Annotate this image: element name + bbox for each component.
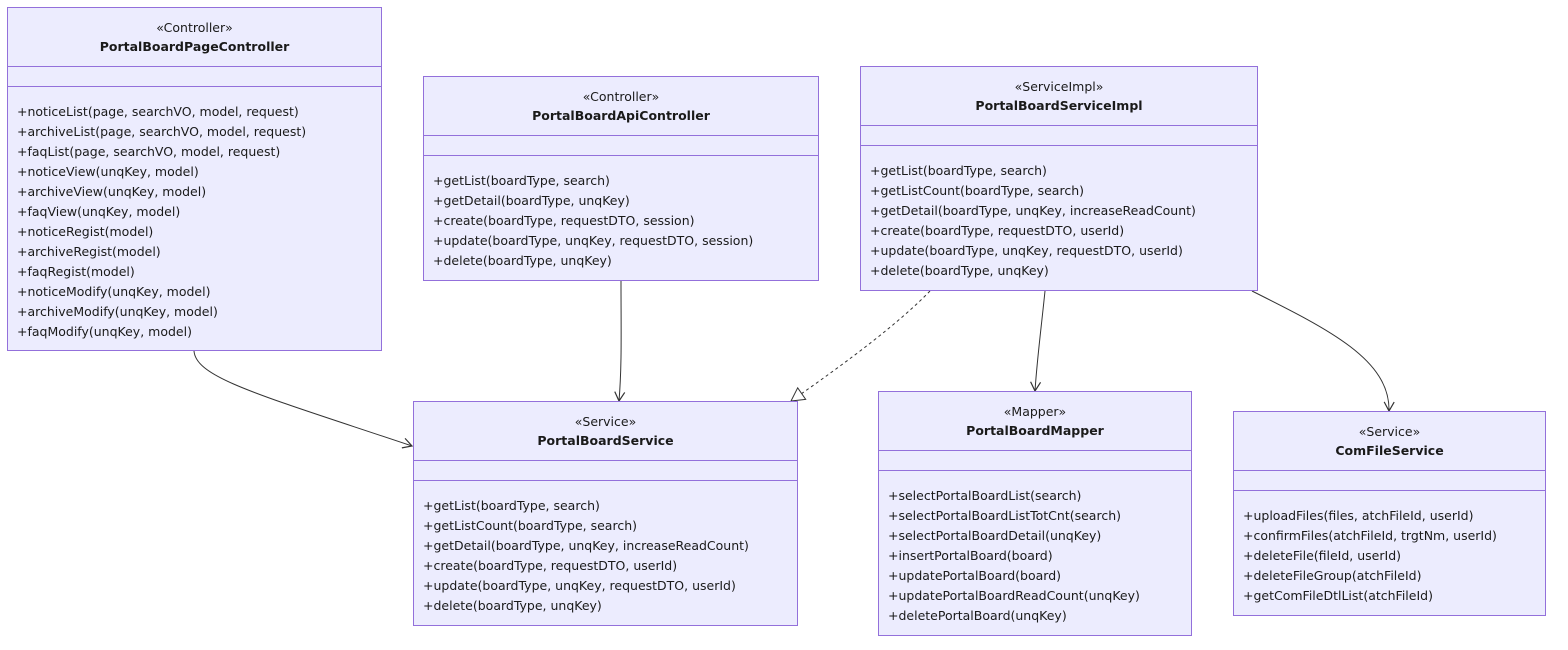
class-method: +create(boardType, requestDTO, userId) [423,558,678,573]
class-attributes-compartment [414,461,797,481]
class-attributes-compartment [424,136,818,156]
class-stereotype: «Controller» [156,20,233,35]
class-method: +getDetail(boardType, unqKey, increaseRe… [870,203,1196,218]
class-attributes-compartment [1234,471,1545,491]
edge-pagecontroller-to-service [193,350,414,449]
class-method: +noticeModify(unqKey, model) [17,284,211,299]
class-method: +faqModify(unqKey, model) [17,324,192,339]
class-methods-compartment: +getList(boardType, search) +getListCount… [861,146,1257,281]
edge-serviceimpl-realizes-service [790,290,931,402]
class-method: +update(boardType, unqKey, requestDTO, u… [870,243,1183,258]
class-method: +noticeRegist(model) [17,224,154,239]
class-method: +getComFileDtlList(atchFileId) [1243,588,1433,603]
edge-serviceimpl-to-fileservice [1251,290,1395,413]
class-name: PortalBoardMapper [966,423,1104,438]
class-method: +getDetail(boardType, unqKey, increaseRe… [423,538,749,553]
class-box-portalboardapicontroller: «Controller» PortalBoardApiController +g… [423,76,819,281]
class-method: +delete(boardType, unqKey) [433,253,612,268]
class-method: +selectPortalBoardList(search) [888,488,1082,503]
class-stereotype: «ServiceImpl» [1014,79,1104,94]
class-method: +delete(boardType, unqKey) [423,598,602,613]
class-box-comfileservice: «Service» ComFileService +uploadFiles(fi… [1233,411,1546,616]
class-method: +faqView(unqKey, model) [17,204,181,219]
class-header: «Controller» PortalBoardApiController [424,77,818,136]
class-method: +insertPortalBoard(board) [888,548,1053,563]
class-method: +noticeList(page, searchVO, model, reque… [17,104,299,119]
class-method: +deleteFile(fileId, userId) [1243,548,1402,563]
class-method: +getList(boardType, search) [870,163,1047,178]
class-name: PortalBoardPageController [99,39,290,54]
class-stereotype: «Service» [574,414,637,429]
class-header: «Service» ComFileService [1234,412,1545,471]
class-method: +selectPortalBoardDetail(unqKey) [888,528,1102,543]
class-method: +getListCount(boardType, search) [423,518,638,533]
class-method: +archiveModify(unqKey, model) [17,304,218,319]
class-method: +updatePortalBoard(board) [888,568,1062,583]
class-box-portalboardserviceimpl: «ServiceImpl» PortalBoardServiceImpl +ge… [860,66,1258,291]
class-methods-compartment: +getList(boardType, search) +getDetail(bo… [424,156,818,271]
edge-serviceimpl-to-mapper [1030,290,1046,393]
class-method: +archiveView(unqKey, model) [17,184,207,199]
class-method: +updatePortalBoardReadCount(unqKey) [888,588,1140,603]
class-box-portalboardpagecontroller: «Controller» PortalBoardPageController +… [7,7,382,351]
class-header: «ServiceImpl» PortalBoardServiceImpl [861,67,1257,126]
class-method: +archiveList(page, searchVO, model, requ… [17,124,307,139]
class-header: «Mapper» PortalBoardMapper [879,392,1191,451]
class-name: ComFileService [1335,443,1444,458]
class-methods-compartment: +getList(boardType, search) +getListCount… [414,481,797,616]
edge-apicontroller-to-service [614,280,626,403]
class-box-portalboardservice: «Service» PortalBoardService +getList(bo… [413,401,798,626]
class-method: +noticeView(unqKey, model) [17,164,199,179]
class-method: +getList(boardType, search) [433,173,610,188]
class-method: +update(boardType, unqKey, requestDTO, u… [423,578,736,593]
class-method: +delete(boardType, unqKey) [870,263,1049,278]
class-method: +selectPortalBoardListTotCnt(search) [888,508,1122,523]
class-methods-compartment: +uploadFiles(files, atchFileId, userId) +… [1234,491,1545,606]
class-method: +getList(boardType, search) [423,498,600,513]
class-stereotype: «Service» [1358,424,1421,439]
class-method: +update(boardType, unqKey, requestDTO, s… [433,233,754,248]
class-attributes-compartment [879,451,1191,471]
class-header: «Controller» PortalBoardPageController [8,8,381,67]
class-method: +create(boardType, requestDTO, userId) [870,223,1125,238]
class-method: +getDetail(boardType, unqKey) [433,193,630,208]
class-method: +faqRegist(model) [17,264,135,279]
class-name: PortalBoardService [537,433,674,448]
class-stereotype: «Controller» [582,89,660,104]
class-name: PortalBoardServiceImpl [975,98,1143,113]
class-attributes-compartment [861,126,1257,146]
class-methods-compartment: +noticeList(page, searchVO, model, reque… [8,87,381,342]
class-name: PortalBoardApiController [532,108,710,123]
class-method: +faqList(page, searchVO, model, request) [17,144,281,159]
class-method: +deleteFileGroup(atchFileId) [1243,568,1422,583]
class-method: +deletePortalBoard(unqKey) [888,608,1067,623]
class-method: +archiveRegist(model) [17,244,161,259]
class-method: +uploadFiles(files, atchFileId, userId) [1243,508,1474,523]
class-stereotype: «Mapper» [1003,404,1067,419]
class-box-portalboardmapper: «Mapper» PortalBoardMapper +selectPortal… [878,391,1192,636]
class-method: +getListCount(boardType, search) [870,183,1085,198]
class-attributes-compartment [8,67,381,87]
class-method: +confirmFiles(atchFileId, trgtNm, userId… [1243,528,1497,543]
class-method: +create(boardType, requestDTO, session) [433,213,695,228]
class-header: «Service» PortalBoardService [414,402,797,461]
class-methods-compartment: +selectPortalBoardList(search) +selectPor… [879,471,1191,626]
